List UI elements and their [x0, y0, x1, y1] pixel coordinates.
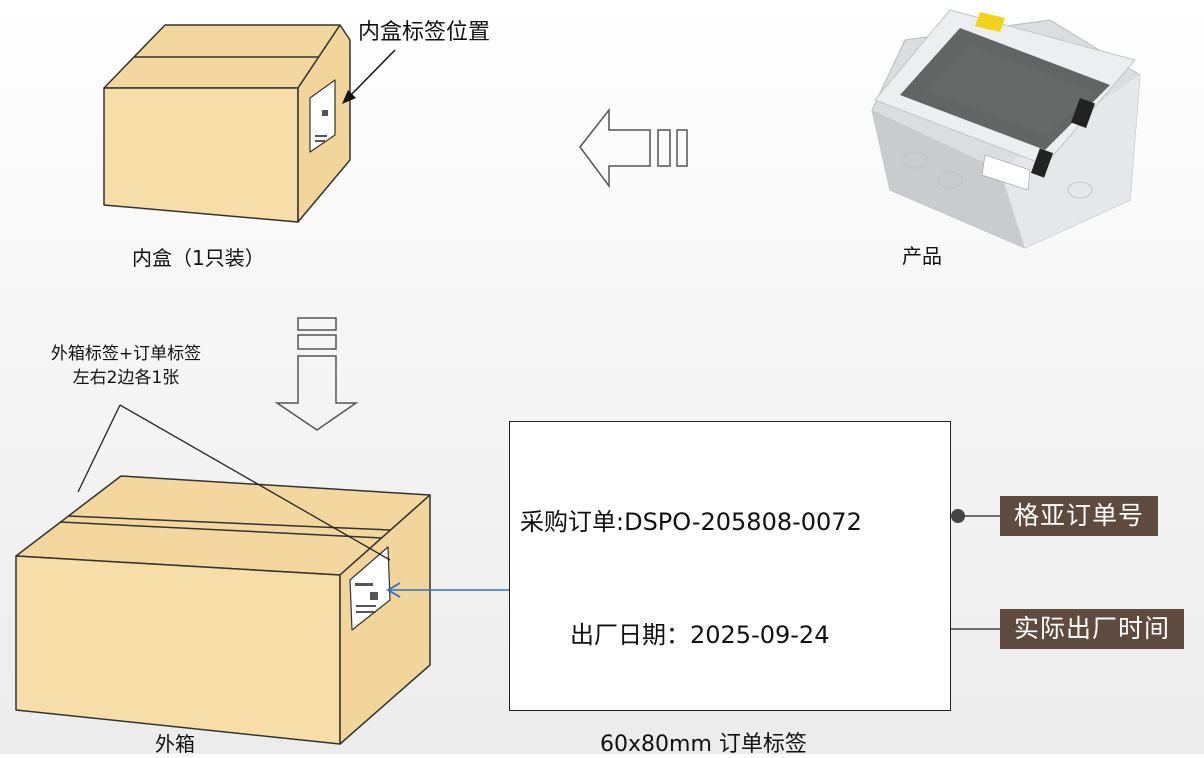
po-number-line: 采购订单:DSPO-205808-0072 — [520, 508, 862, 536]
inner-box-illustration — [103, 24, 351, 223]
outer-box-caption: 外箱 — [155, 732, 195, 756]
ship-time-tag: 实际出厂时间 — [1000, 609, 1185, 649]
ship-date-line: 出厂日期：2025-09-24 — [570, 621, 830, 649]
inner-box-label-marks — [315, 110, 328, 142]
left-flow-arrow — [579, 107, 688, 189]
order-number-tag: 格亚订单号 — [1000, 496, 1159, 536]
down-flow-arrow — [274, 317, 359, 431]
blue-pointer-arrow — [386, 582, 509, 598]
outer-box-label-marks — [355, 583, 378, 613]
inner-label-position-callout: 内盒标签位置 — [358, 20, 491, 45]
inner-box-caption: 内盒（1只装） — [132, 246, 265, 270]
outer-box-callout-lines — [77, 404, 391, 561]
order-label-caption: 60x80mm 订单标签 — [600, 732, 807, 757]
outer-box-callout-line2: 左右2边各1张 — [72, 368, 180, 388]
inner-label-callout-arrow — [342, 49, 396, 104]
product-caption: 产品 — [902, 244, 942, 268]
outer-box-callout-line1: 外箱标签+订单标签 — [50, 344, 202, 364]
order-number-connector — [951, 509, 1000, 523]
product-illustration — [871, 9, 1141, 249]
outer-box-callout-text: 外箱标签+订单标签 左右2边各1张 — [26, 342, 226, 390]
order-label-card: 采购订单:DSPO-205808-0072 出厂日期：2025-09-24 — [509, 421, 951, 711]
outer-box-illustration — [15, 475, 431, 745]
